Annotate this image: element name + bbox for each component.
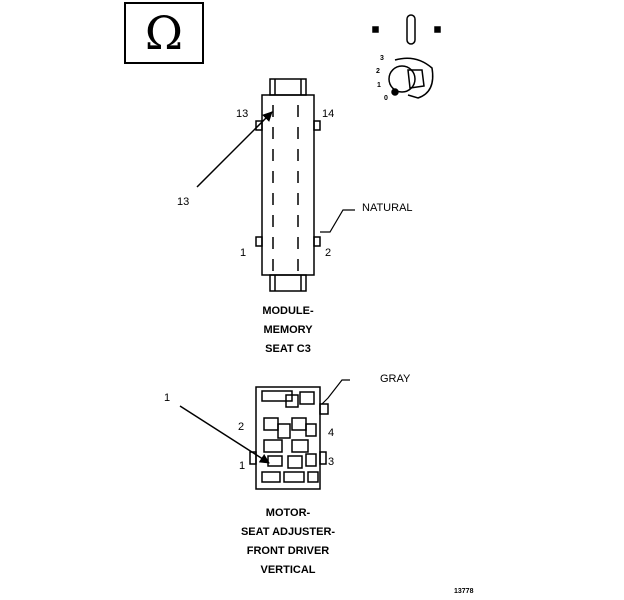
callout-label-13: 13 [177,196,190,208]
pin-label-motor-2: 2 [238,421,245,433]
pin-label-motor-3: 3 [328,456,335,468]
color-label-gray: GRAY [380,373,411,385]
pin-label-motor-1: 1 [239,460,246,472]
callout-arrow-pin-13 [196,111,273,188]
pin-label-1: 1 [240,247,247,259]
color-label-natural: NATURAL [362,202,413,214]
caption-module-line3: SEAT C3 [265,343,311,355]
key-position-2: 2 [376,68,380,75]
pin-label-2: 2 [325,247,332,259]
ignition-key-icon [372,14,441,99]
ohmmeter-symbol-icon [124,2,204,64]
key-position-3: 3 [380,55,384,62]
omega-symbol: Ω [144,6,184,60]
caption-motor-line1: MOTOR- [265,507,311,519]
gray-leader-line [321,379,350,405]
pin-label-motor-4: 4 [328,427,335,439]
pin-label-14: 14 [322,108,335,120]
key-position-1: 1 [377,82,381,89]
caption-motor-line4: VERTICAL [260,564,316,576]
figure-number: 13778 [454,588,474,595]
caption-motor-line3: FRONT DRIVER [246,545,330,557]
callout-arrow-pin-1 [179,405,270,464]
pin-label-13: 13 [236,108,249,120]
caption-module-line2: MEMORY [263,324,313,336]
motor-seat-adjuster-connector [249,386,329,490]
module-memory-seat-connector [255,78,321,292]
caption-motor-line2: SEAT ADJUSTER- [240,526,336,538]
key-position-0: 0 [384,95,388,102]
callout-label-1: 1 [164,392,171,404]
natural-leader-line [320,209,355,233]
caption-module-line1: MODULE- [262,305,314,317]
connector-cavities [272,105,299,271]
